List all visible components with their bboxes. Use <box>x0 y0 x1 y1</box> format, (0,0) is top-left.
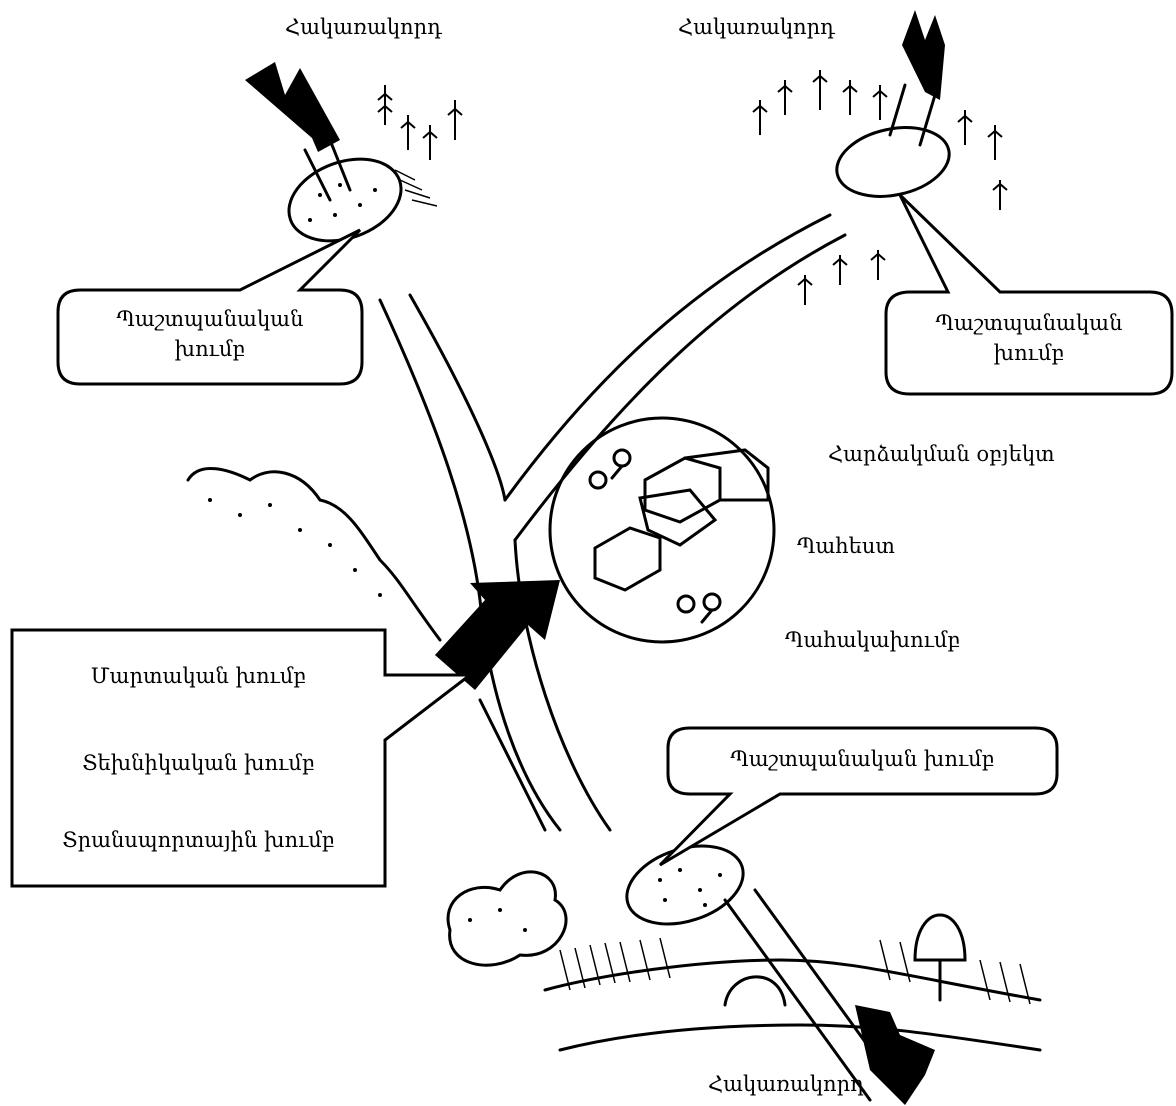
fir-tree-icon <box>378 85 392 125</box>
road-left-outer <box>380 300 560 830</box>
callout-line: Պաշտպանական <box>58 304 362 334</box>
sentry-label: Պահեստ <box>797 534 895 559</box>
enemy-label-bottom: Հակառակորդ <box>708 1072 865 1097</box>
enemy-shaft-right <box>890 85 935 145</box>
fir-tree-icon <box>401 115 415 150</box>
attack-object-label: Հարձակման օբյեկտ <box>828 442 1055 467</box>
road-right-outer <box>505 215 830 500</box>
callout-protect-right-text: Պաշտպանական խումբ <box>886 308 1172 369</box>
fir-tree-icon <box>958 110 972 145</box>
callout-protect-left-text: Պաշտպանական խումբ <box>58 304 362 365</box>
defense-position-right <box>830 118 955 206</box>
road-left-inner <box>410 295 505 500</box>
fir-tree-icon <box>993 180 1007 210</box>
callout-line: Պաշտպանական <box>886 308 1172 338</box>
fir-tree-icon <box>798 275 812 305</box>
fir-tree-icon <box>843 80 857 115</box>
callout-line: խումբ <box>886 338 1172 368</box>
callout-main-groups-text: Մարտական խումբ Տեխնիկական խումբ Տրանսպոր… <box>12 664 385 854</box>
road-right-inner <box>515 235 845 540</box>
fir-tree-icon <box>871 250 885 280</box>
combat-group-label: Մարտական խումբ <box>12 664 385 689</box>
house-icon <box>595 450 768 590</box>
tree-icon <box>678 596 694 612</box>
fir-tree-icon <box>988 125 1002 160</box>
enemy-label-top-left: Հակառակորդ <box>285 15 442 40</box>
fir-tree-icon <box>753 100 767 135</box>
guard-label: Պահակախումբ <box>785 628 960 653</box>
transport-group-label: Տրանսպորտային խումբ <box>12 828 385 853</box>
enemy-arrow-top-left <box>245 62 340 152</box>
bush-bottom <box>448 872 566 965</box>
fir-tree-icon <box>778 80 792 115</box>
tree-icon <box>614 450 630 466</box>
enemy-label-top-right: Հակառակորդ <box>678 15 835 40</box>
enemy-shaft-left <box>305 140 350 200</box>
tree-icon <box>915 915 965 960</box>
callout-line: խումբ <box>58 334 362 364</box>
callout-protect-bottom-text: Պաշտպանական խումբ <box>668 744 1057 774</box>
fir-tree-icon <box>833 255 847 285</box>
fir-tree-icon <box>423 125 437 160</box>
enemy-arrow-top-right <box>902 10 945 100</box>
tree-icon <box>704 594 720 610</box>
fir-tree-icon <box>873 85 887 120</box>
tunnel-icon <box>725 977 785 1005</box>
fir-tree-icon <box>448 100 462 140</box>
enemy-arrow-bottom <box>855 1005 935 1105</box>
forest-edge-left <box>188 468 440 640</box>
fir-tree-icon <box>813 70 827 110</box>
technical-group-label: Տեխնիկական խումբ <box>12 751 385 776</box>
tree-icon <box>590 472 606 488</box>
